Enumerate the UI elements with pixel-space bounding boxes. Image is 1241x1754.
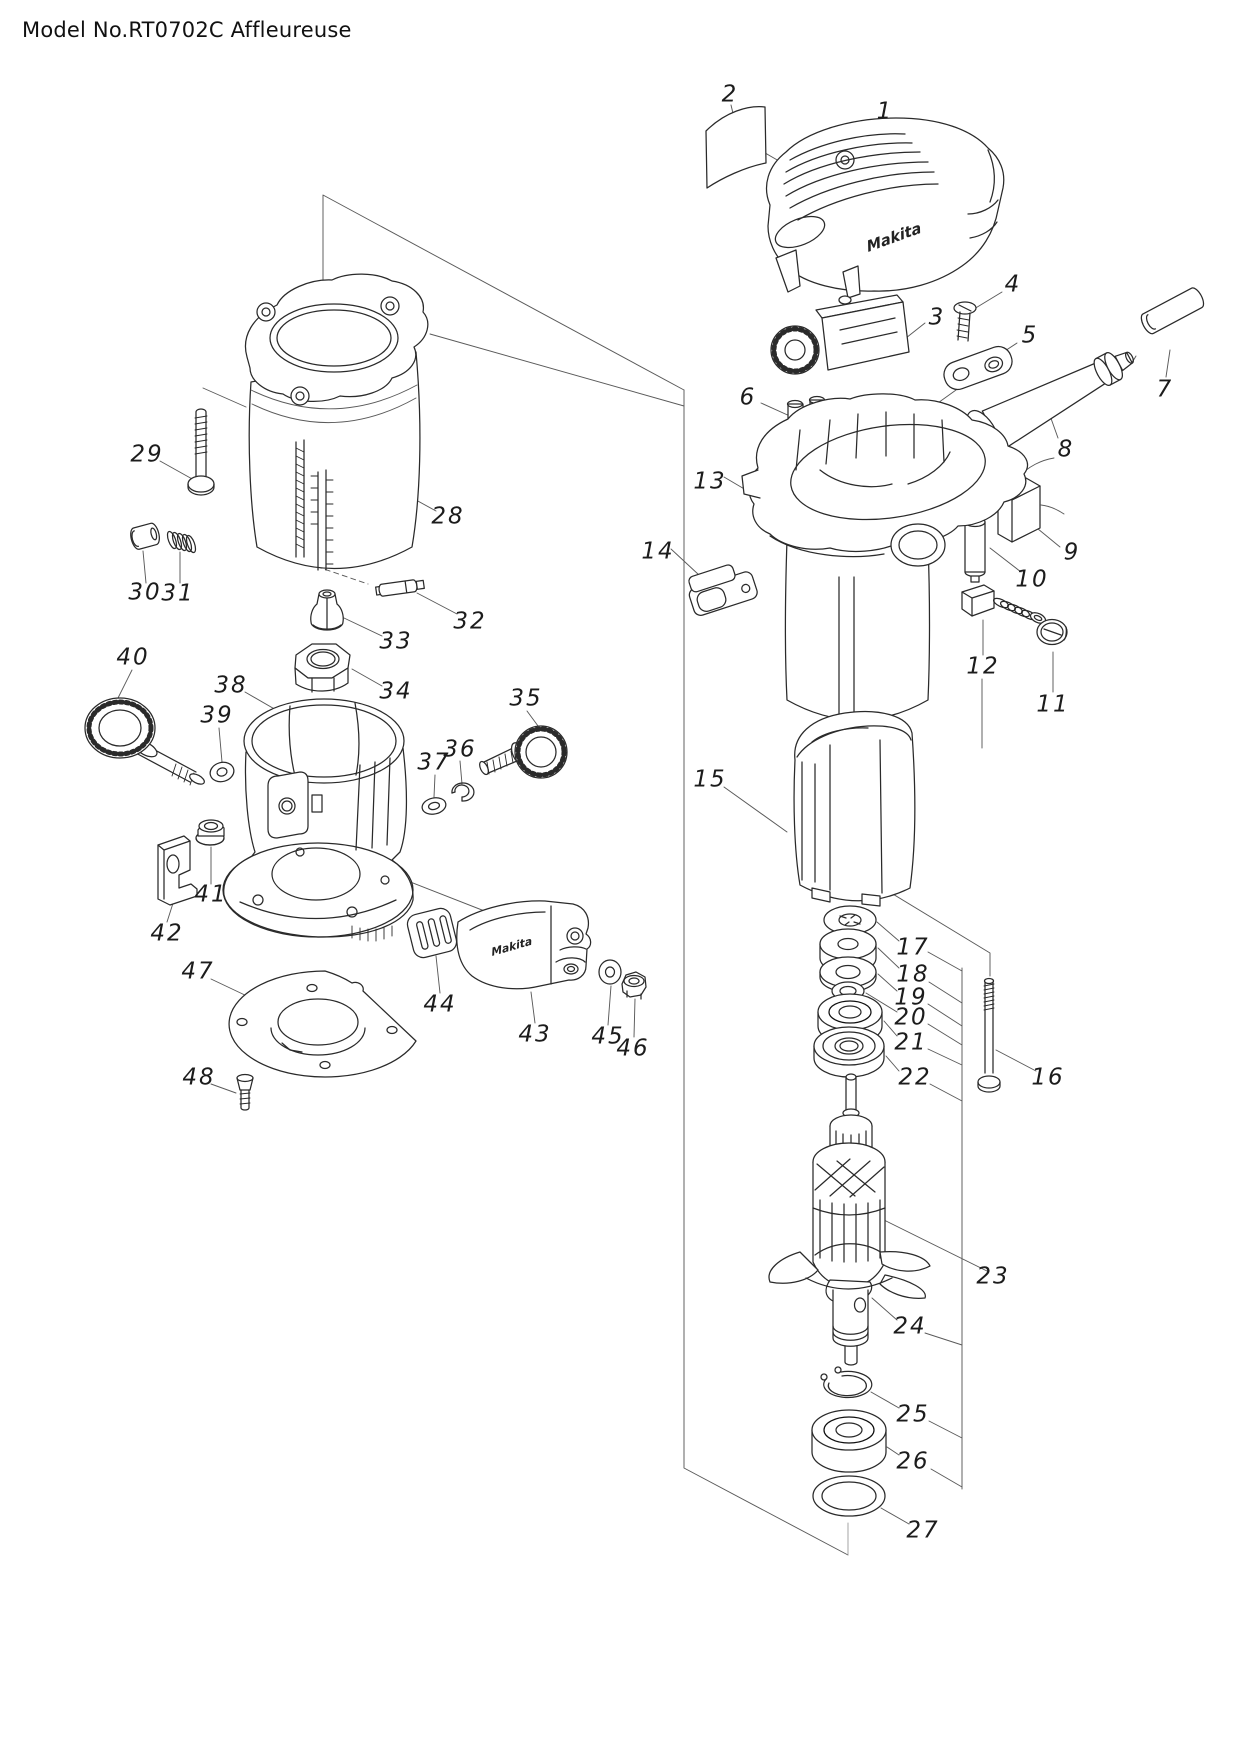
- part-23-armature: [812, 1073, 886, 1288]
- part-label-48: 48: [182, 1065, 215, 1091]
- part-label-43: 43: [518, 1022, 551, 1048]
- part-label-21: 21: [894, 1030, 927, 1056]
- part-label-32: 32: [453, 609, 486, 635]
- part-36-lock-washer: [451, 782, 475, 802]
- part-label-13: 13: [693, 469, 726, 495]
- part-40-clamp-knob-bolt: [84, 697, 205, 786]
- part-46-hex-nut: [621, 971, 647, 1000]
- part-label-4: 4: [1005, 272, 1022, 298]
- part-15-stator-field: [793, 710, 916, 907]
- part-29-screw: [187, 408, 215, 496]
- part-1-motor-housing-cap: Makita: [765, 117, 1005, 299]
- part-30-stopper-button: [130, 522, 160, 550]
- part-38-router-base: [222, 698, 414, 942]
- part-28-housing-with-scale: [244, 273, 429, 571]
- part-14-switch-slider: [688, 564, 758, 616]
- part-42-bracket: [157, 835, 198, 906]
- part-35-thumb-screw: [479, 725, 568, 779]
- page-title: Model No.RT0702C Affleureuse: [22, 18, 352, 42]
- part-32-stopper-pin: [375, 579, 425, 597]
- part-label-38: 38: [214, 673, 247, 699]
- part-label-20: 20: [894, 1005, 927, 1031]
- part-label-6: 6: [740, 385, 757, 411]
- part-label-26: 26: [896, 1449, 929, 1475]
- part-label-7: 7: [1157, 377, 1174, 403]
- part-27-o-ring: [812, 1475, 886, 1517]
- part-41-flange-nut: [195, 819, 225, 846]
- part-label-39: 39: [200, 703, 233, 729]
- part-13-motor-housing-upper: [741, 393, 1029, 753]
- part-label-14: 14: [641, 539, 674, 565]
- part-label-35: 35: [509, 686, 542, 712]
- part-label-22: 22: [898, 1065, 931, 1091]
- part-label-33: 33: [379, 629, 412, 655]
- part-25-retaining-ring: [820, 1366, 873, 1399]
- part-label-45: 45: [591, 1024, 624, 1050]
- part-2-nameplate: [705, 106, 767, 189]
- part-label-34: 34: [379, 679, 412, 705]
- part-16-screw-long: [977, 977, 1001, 1093]
- part-label-30: 30: [128, 580, 161, 606]
- part-48-flat-screw: [236, 1073, 254, 1111]
- part-7-cord-sleeve: [1140, 287, 1205, 335]
- part-label-24: 24: [893, 1314, 926, 1340]
- part-label-15: 15: [693, 767, 726, 793]
- part-47-base-plate: [228, 970, 417, 1078]
- part-label-11: 11: [1036, 692, 1069, 718]
- part-4-screw: [953, 301, 977, 342]
- part-label-19: 19: [894, 985, 927, 1011]
- frame-lines: [322, 194, 963, 1556]
- part-label-12: 12: [966, 654, 999, 680]
- part-label-25: 25: [896, 1402, 929, 1428]
- part-45-washer: [598, 959, 622, 985]
- part-34-collet-nut: [294, 643, 351, 693]
- part-44-grip-pad: [406, 907, 458, 959]
- part-11-brush-cap: [1036, 618, 1068, 646]
- part-3-speed-controller: [770, 294, 910, 375]
- part-label-9: 9: [1064, 540, 1081, 566]
- part-43-clamp-lever: Makita: [456, 900, 592, 990]
- part-label-36: 36: [443, 737, 476, 763]
- part-label-42: 42: [150, 921, 183, 947]
- part-label-8: 8: [1058, 437, 1075, 463]
- part-label-17: 17: [896, 935, 929, 961]
- part-22-bearing-flanged: [813, 1026, 885, 1078]
- part-label-18: 18: [896, 962, 929, 988]
- part-label-5: 5: [1022, 323, 1039, 349]
- part-label-23: 23: [976, 1264, 1009, 1290]
- part-17-push-nut: [823, 905, 877, 935]
- part-31-spring: [166, 530, 197, 554]
- part-33-collet-cone: [310, 589, 344, 631]
- part-label-27: 27: [906, 1518, 939, 1544]
- part-label-47: 47: [181, 959, 214, 985]
- part-26-ball-bearing-lower: [811, 1409, 887, 1473]
- part-label-10: 10: [1015, 567, 1048, 593]
- part-label-41: 41: [194, 882, 227, 908]
- part-label-1: 1: [877, 99, 894, 125]
- part-12-carbon-brush: [961, 584, 1047, 624]
- part-label-28: 28: [431, 504, 464, 530]
- part-label-2: 2: [722, 82, 739, 108]
- part-37-washer: [421, 797, 447, 815]
- part-label-40: 40: [116, 645, 149, 671]
- part-39-washer: [209, 761, 235, 783]
- part-label-46: 46: [616, 1036, 649, 1062]
- part-24-fan: [768, 1243, 931, 1366]
- part-label-16: 16: [1031, 1065, 1064, 1091]
- part-label-44: 44: [423, 992, 456, 1018]
- part-label-37: 37: [417, 750, 450, 776]
- part-label-31: 31: [161, 581, 194, 607]
- part-label-3: 3: [929, 305, 946, 331]
- part-5-cord-clamp: [943, 345, 1013, 391]
- part-label-29: 29: [130, 442, 163, 468]
